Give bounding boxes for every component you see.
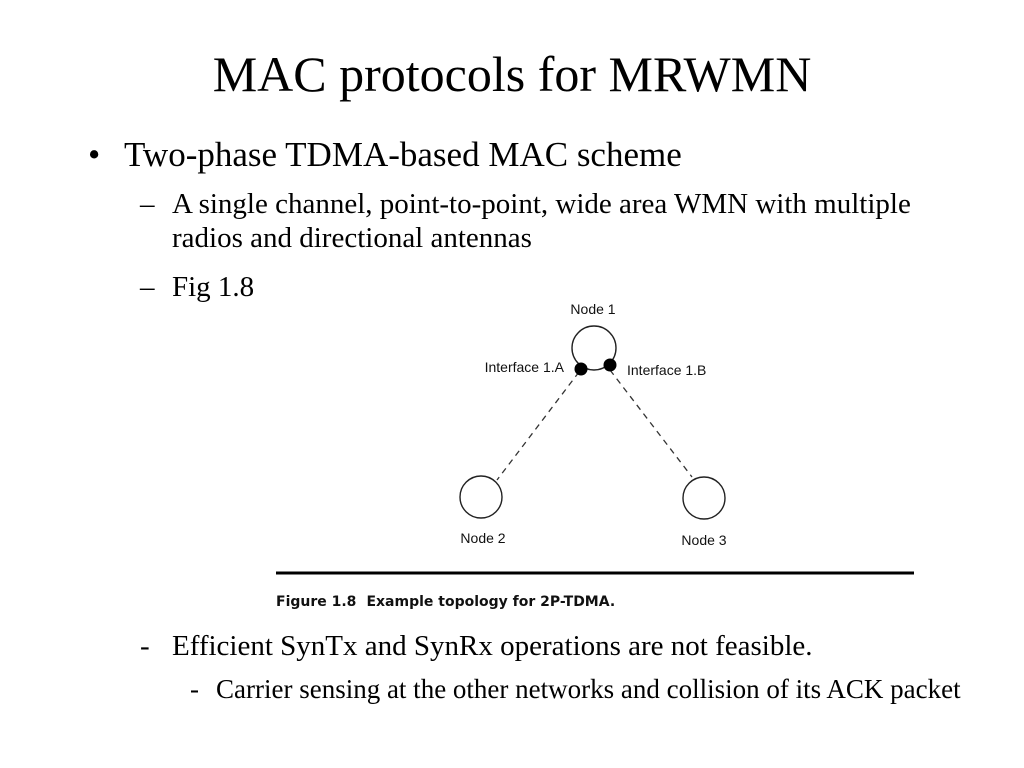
bullet-marker: • — [88, 135, 101, 174]
node-2-label: Node 2 — [460, 530, 505, 546]
dash-marker: - — [140, 630, 150, 662]
interface-1b-dot — [603, 358, 617, 372]
dash-item-1: - Efficient SynTx and SynRx operations a… — [140, 629, 813, 663]
sub-marker: – — [140, 188, 155, 220]
bullet-item: • Two-phase TDMA-based MAC scheme — [88, 134, 682, 176]
node-3-circle — [682, 476, 726, 520]
figure-caption: Figure 1.8 Example topology for 2P-TDMA. — [276, 594, 615, 610]
caption-text: Example topology for 2P-TDMA. — [366, 594, 616, 610]
link-node1-node3 — [609, 369, 693, 478]
topology-diagram: Node 1 Interface 1.A Interface 1.B Node … — [276, 301, 914, 575]
caption-number: Figure 1.8 — [276, 594, 357, 610]
interface-1b-label: Interface 1.B — [627, 362, 706, 378]
dash-marker: - — [190, 674, 199, 704]
dash-item-1-text: Efficient SynTx and SynRx operations are… — [172, 630, 813, 662]
interface-1a-dot — [574, 362, 588, 376]
interface-1a-label: Interface 1.A — [485, 359, 565, 375]
node-2-circle — [459, 475, 503, 519]
sub-item-1-text: A single channel, point-to-point, wide a… — [172, 188, 911, 254]
node-1-circle — [571, 325, 617, 371]
sub-item-2-text: Fig 1.8 — [172, 271, 255, 303]
sub-item-2: – Fig 1.8 — [140, 270, 255, 304]
link-node1-node2 — [496, 371, 580, 481]
node-1-label: Node 1 — [570, 301, 615, 317]
slide-title: MAC protocols for MRWMN — [212, 46, 812, 102]
topology-figure: Node 1 Interface 1.A Interface 1.B Node … — [272, 292, 922, 622]
dash-item-2-text: Carrier sensing at the other networks an… — [216, 674, 961, 704]
sub-marker: – — [140, 271, 155, 303]
node-3-label: Node 3 — [681, 532, 726, 548]
sub-item-1: – A single channel, point-to-point, wide… — [140, 187, 952, 255]
bullet-text: Two-phase TDMA-based MAC scheme — [124, 135, 682, 174]
dash-item-2: - Carrier sensing at the other networks … — [190, 673, 976, 705]
